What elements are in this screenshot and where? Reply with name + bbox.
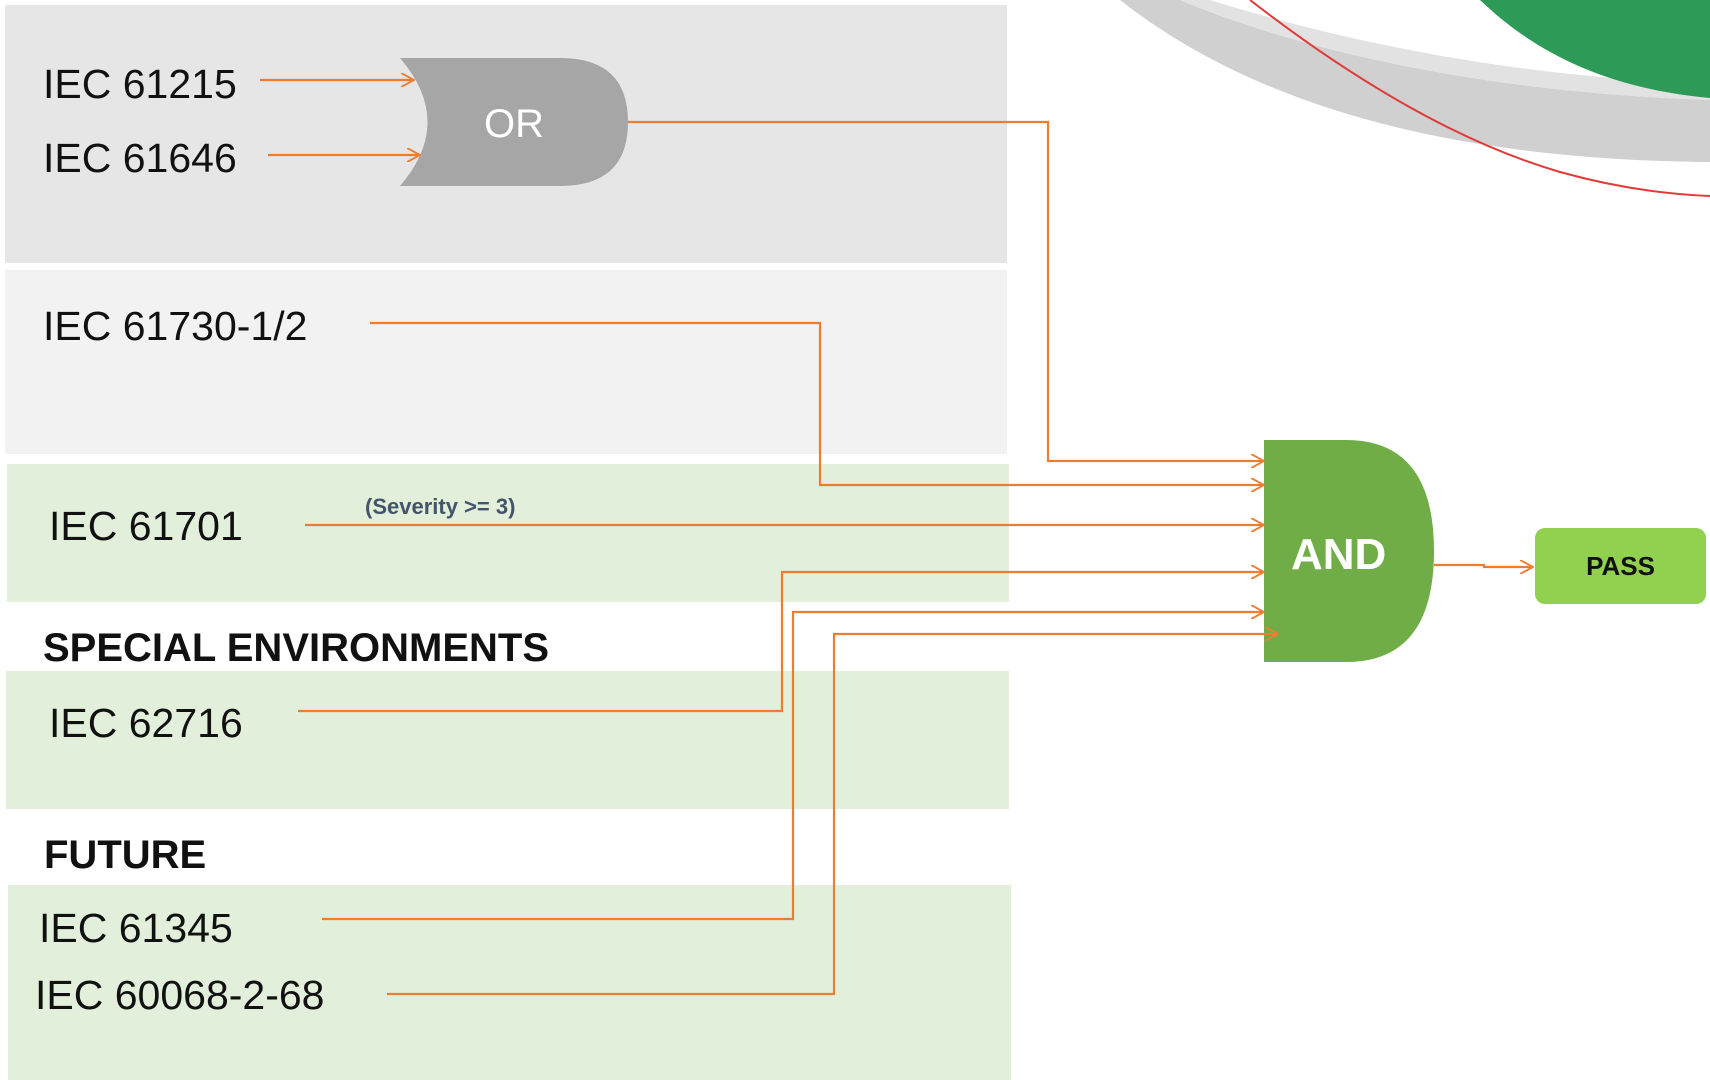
future-heading: FUTURE <box>44 833 207 877</box>
standard-label-iec-60068-2-68: IEC 60068-2-68 <box>35 972 325 1018</box>
and-gate-shape <box>1264 440 1434 662</box>
standard-label-iec-61646: IEC 61646 <box>43 135 237 181</box>
connector-iec61730-to-and <box>370 321 1264 485</box>
or-gate-shape <box>400 58 628 186</box>
standard-label-iec-61345: IEC 61345 <box>39 905 233 951</box>
pass-result-box: PASS <box>1535 528 1706 604</box>
group-band-special-environments <box>6 671 1009 809</box>
severity-condition-note: (Severity >= 3) <box>365 494 516 519</box>
connector-and-to-pass <box>1434 565 1533 567</box>
connector-iec62716-to-and <box>298 572 1264 713</box>
standard-label-iec-62716: IEC 62716 <box>49 700 243 746</box>
standard-label-iec-61701: IEC 61701 <box>49 503 243 549</box>
standard-label-iec-61730: IEC 61730-1/2 <box>43 303 308 349</box>
group-band-future <box>8 885 1011 1080</box>
or-gate-label: OR <box>484 102 544 146</box>
and-gate-label: AND <box>1291 530 1387 579</box>
pass-label: PASS <box>1586 550 1655 581</box>
group-band-salt-mist <box>7 464 1009 602</box>
standard-label-iec-61215: IEC 61215 <box>43 61 237 107</box>
connector-iec60068-to-and <box>387 634 1278 996</box>
connector-or-to-and <box>628 120 1264 461</box>
special-environments-heading: SPECIAL ENVIRONMENTS <box>43 626 549 670</box>
group-band-standalone <box>5 270 1007 454</box>
connector-iec61345-to-and <box>322 612 1264 921</box>
